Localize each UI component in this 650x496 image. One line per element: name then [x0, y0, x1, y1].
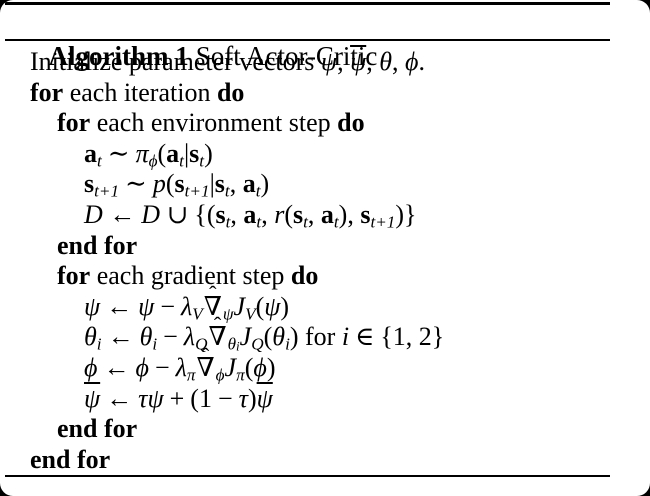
algorithm-line: for each gradient step do	[57, 261, 319, 291]
bottom-rule	[5, 475, 610, 478]
nabla-hat-symbol: ∇ˆ	[203, 281, 222, 321]
nabla-hat-symbol: ∇ˆ	[196, 342, 215, 382]
top-rule	[5, 2, 610, 5]
algorithm-body: Initialize parameter vectors ψ, ψ, θ, ϕ.…	[5, 41, 610, 475]
nabla-hat-symbol: ∇ˆ	[208, 311, 227, 352]
algorithm-label: Algorithm 1	[48, 41, 189, 71]
algorithm-line: for each iteration do	[30, 77, 245, 107]
algorithm-line: end for	[57, 414, 138, 444]
header-rule	[5, 39, 610, 41]
algorithm-line: at∼πϕ(at|st)	[84, 138, 213, 171]
algorithm-line: Initialize parameter vectors ψ, ψ, θ, ϕ.	[30, 47, 425, 76]
algorithm-line: st+1∼p(st+1|st, at)	[84, 169, 270, 201]
algorithm-line: for each environment step do	[57, 108, 365, 138]
algorithm-line: end for	[57, 230, 138, 260]
algorithm-title: Soft Actor-Critic	[195, 41, 378, 71]
algorithm-line: ψ←τψ+(1−τ)ψ	[84, 383, 273, 413]
algorithm-line: D←D∪{(st, at, r(st, at), st+1)}	[84, 199, 417, 232]
algorithm-line: end for	[30, 444, 111, 474]
